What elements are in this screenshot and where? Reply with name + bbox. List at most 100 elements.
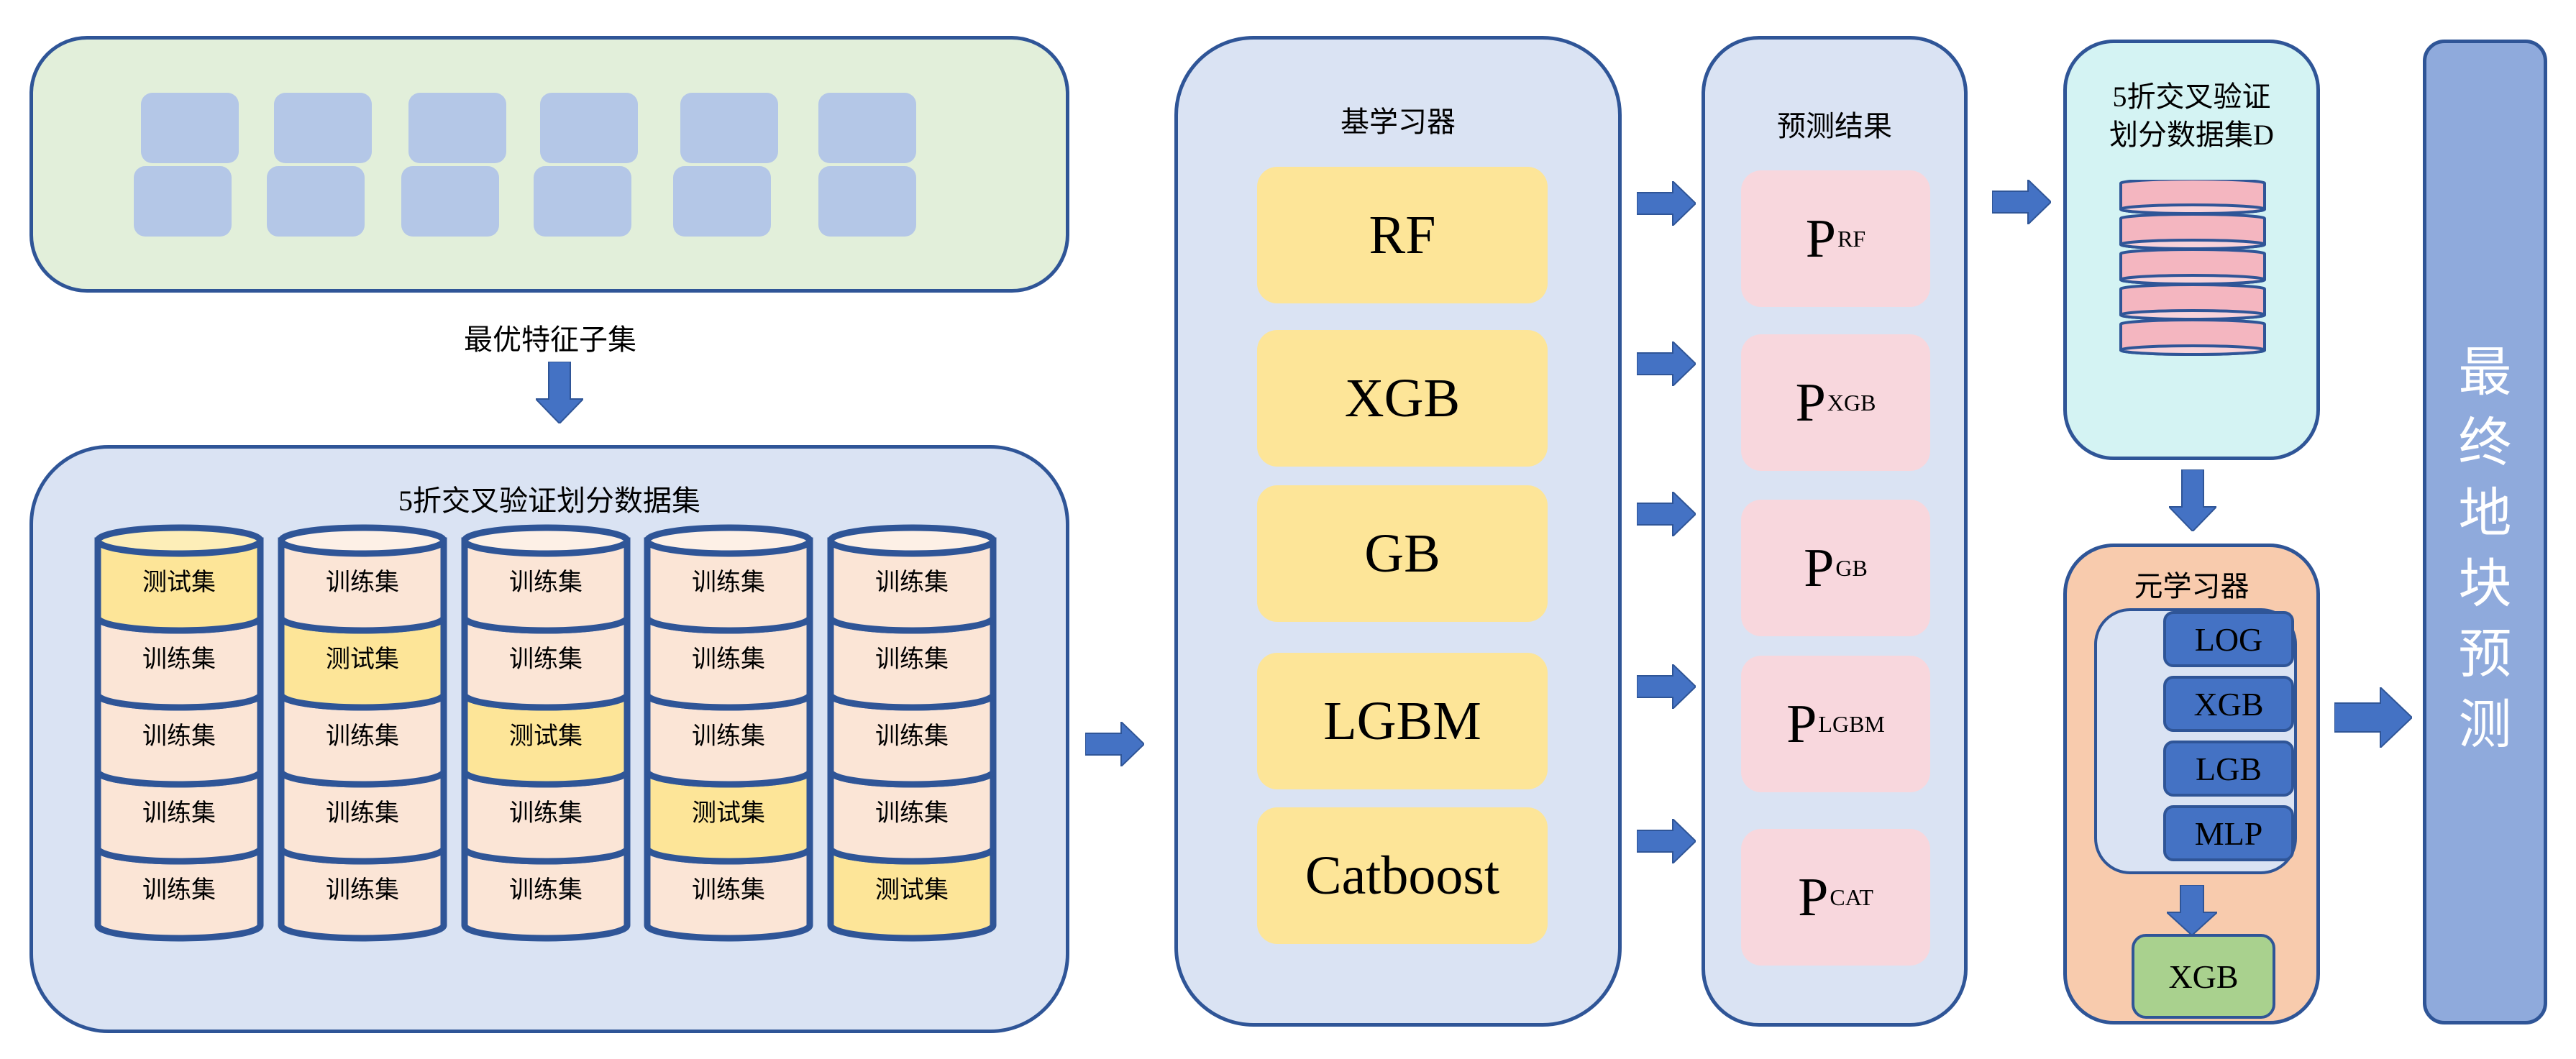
- test-segment: [827, 845, 997, 942]
- down-arrow-icon: [2167, 885, 2217, 935]
- feature-cell: [680, 93, 778, 163]
- feature-cell: [274, 93, 372, 163]
- pred-gb-sub: GB: [1835, 554, 1868, 581]
- dataset-slices: [2119, 180, 2266, 356]
- train-set-label: 训练集: [875, 800, 949, 827]
- base-learners-title: 基学习器: [1340, 106, 1456, 138]
- train-set-label: 训练集: [142, 723, 216, 750]
- pred-rf-main: P: [1805, 208, 1837, 269]
- test-segment: [644, 768, 813, 865]
- train-set-label: 训练集: [326, 723, 399, 750]
- dataset-d-title-line1: 5折交叉验证: [2112, 81, 2271, 113]
- right-arrow-icon: [1637, 492, 1696, 536]
- data-slice-rim: [2119, 344, 2266, 356]
- train-segment: [461, 537, 631, 634]
- fold-cylinders: 测试集训练集训练集训练集训练集训练集测试集训练集训练集训练集训练集训练集测试集训…: [33, 449, 1066, 1030]
- train-segment: [278, 845, 447, 942]
- learner-lgbm: LGBM: [1257, 653, 1548, 789]
- meta-selected-model: XGB: [2132, 934, 2275, 1019]
- train-segment: [644, 845, 813, 942]
- pred-xgb-sub: XGB: [1827, 389, 1876, 416]
- train-set-label: 训练集: [509, 877, 583, 904]
- train-set-label: 训练集: [875, 569, 949, 596]
- train-set-label: 训练集: [509, 646, 583, 673]
- meta-learner-panel: 元学习器 LOG XGB LGB MLP XGB: [2063, 544, 2320, 1024]
- learner-rf: RF: [1257, 167, 1548, 303]
- meta-model-log: LOG: [2163, 611, 2294, 667]
- feature-panel: [29, 36, 1069, 293]
- final-label-char: 最: [2458, 344, 2512, 403]
- train-set-label: 训练集: [692, 646, 765, 673]
- train-segment: [644, 614, 813, 711]
- train-segment: [827, 537, 997, 634]
- train-set-label: 训练集: [692, 723, 765, 750]
- pred-cat-main: P: [1798, 866, 1829, 927]
- base-learners-panel: 基学习器 RF XGB GB LGBM Catboost: [1174, 36, 1622, 1027]
- train-segment: [94, 845, 264, 942]
- fold-cylinder: [827, 524, 997, 942]
- feature-cell: [401, 166, 499, 237]
- final-label-char: 块: [2458, 555, 2512, 614]
- learner-xgb: XGB: [1257, 330, 1548, 467]
- test-set-label: 测试集: [509, 723, 583, 750]
- train-segment: [278, 768, 447, 865]
- cv-panel: 5折交叉验证划分数据集 测试集训练集训练集训练集训练集训练集测试集训练集训练集训…: [29, 445, 1069, 1033]
- feature-cell: [408, 93, 506, 163]
- segment-rim: [94, 524, 264, 557]
- train-segment: [827, 691, 997, 788]
- train-set-label: 训练集: [875, 723, 949, 750]
- test-set-label: 测试集: [142, 569, 216, 596]
- pred-xgb-main: P: [1795, 372, 1826, 433]
- train-set-label: 训练集: [509, 569, 583, 596]
- data-slice-rim: [2119, 309, 2266, 321]
- right-arrow-icon: [2334, 687, 2412, 748]
- train-set-label: 训练集: [142, 646, 216, 673]
- pred-rf-sub: RF: [1837, 225, 1866, 252]
- dataset-d-title-line2: 划分数据集D: [2109, 119, 2274, 151]
- down-arrow-icon: [2169, 469, 2216, 531]
- meta-learner-title: 元学习器: [2134, 570, 2250, 602]
- train-segment: [278, 537, 447, 634]
- train-segment: [827, 768, 997, 865]
- train-set-label: 训练集: [142, 800, 216, 827]
- down-arrow-icon: [536, 362, 583, 423]
- meta-model-lgb: LGB: [2163, 741, 2294, 797]
- train-segment: [94, 691, 264, 788]
- test-segment: [278, 614, 447, 711]
- fold-cylinder: [94, 524, 264, 942]
- train-set-label: 训练集: [875, 646, 949, 673]
- train-segment: [94, 768, 264, 865]
- pred-lgbm-sub: LGBM: [1818, 710, 1885, 737]
- feature-cell: [534, 166, 631, 237]
- feature-cell: [818, 166, 916, 237]
- pred-lgbm-main: P: [1786, 693, 1817, 754]
- train-set-label: 训练集: [326, 800, 399, 827]
- feature-cell: [267, 166, 365, 237]
- predictions-title: 预测结果: [1777, 110, 1892, 142]
- train-set-label: 训练集: [509, 800, 583, 827]
- feature-cell: [134, 166, 232, 237]
- test-set-label: 测试集: [326, 646, 399, 673]
- test-segment: [94, 537, 264, 634]
- feature-cell: [673, 166, 771, 237]
- right-arrow-icon: [1637, 181, 1696, 226]
- test-set-label: 测试集: [692, 800, 765, 827]
- learner-catboost: Catboost: [1257, 807, 1548, 944]
- meta-model-xgb: XGB: [2163, 676, 2294, 732]
- dataset-d-panel: 5折交叉验证 划分数据集D: [2063, 40, 2320, 460]
- segment-rim: [827, 524, 997, 557]
- fold-cylinder: [644, 524, 813, 942]
- pred-cat-sub: CAT: [1830, 884, 1873, 910]
- feature-cell: [540, 93, 638, 163]
- fold-cylinder: [461, 524, 631, 942]
- final-label-char: 测: [2458, 696, 2512, 755]
- final-prediction-label: 最终地块预测: [2426, 338, 2544, 761]
- train-segment: [644, 537, 813, 634]
- train-segment: [461, 845, 631, 942]
- segment-rim: [461, 524, 631, 557]
- train-set-label: 训练集: [326, 569, 399, 596]
